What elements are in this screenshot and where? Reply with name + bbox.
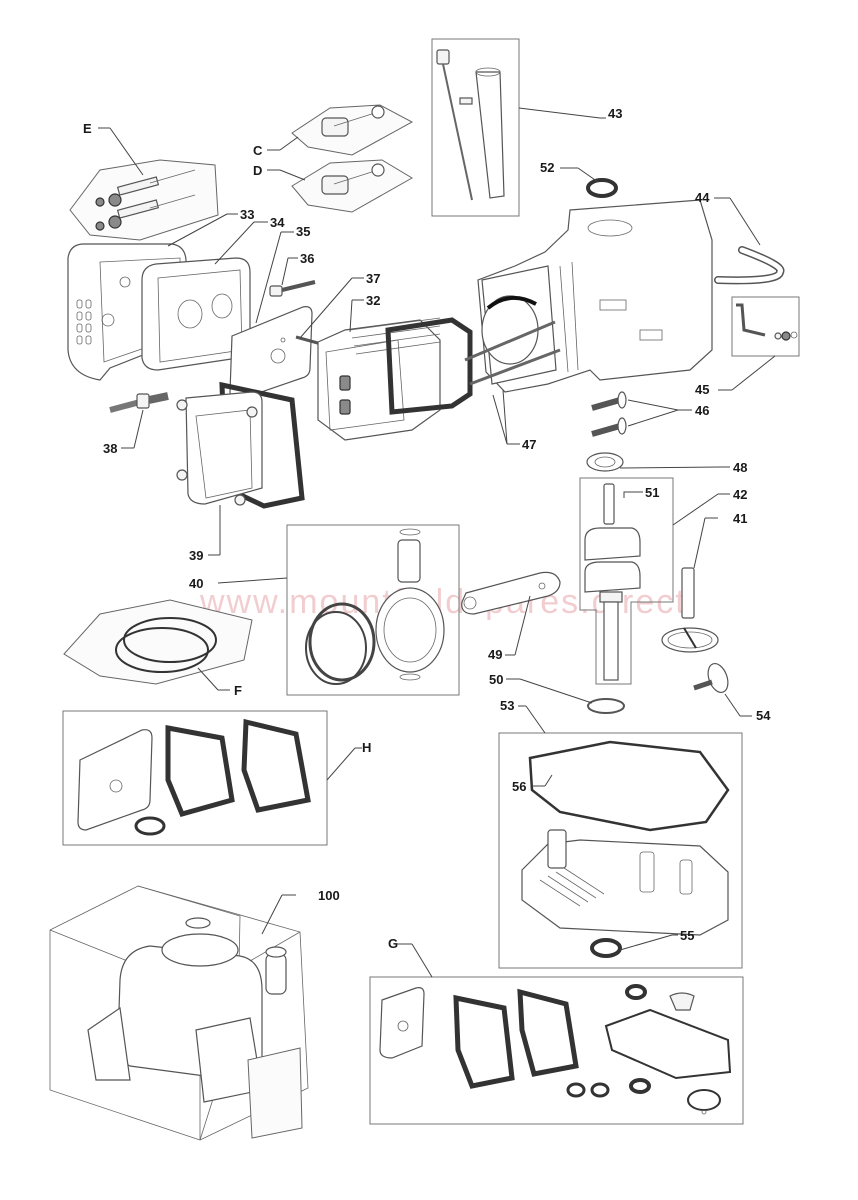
part-46-dowel-pins[interactable] — [591, 391, 627, 437]
group-box-43 — [431, 38, 520, 217]
kit-d-valve-bag[interactable] — [291, 159, 413, 213]
group-box-G — [369, 976, 744, 1125]
part-49-connecting-rod[interactable] — [461, 571, 561, 615]
part-56-sump-gasket[interactable] — [528, 740, 730, 832]
callout-50: 50 — [489, 672, 503, 687]
callout-44: 44 — [695, 190, 710, 205]
part-50-seal-washer[interactable] — [587, 698, 625, 714]
callout-56: 56 — [512, 779, 526, 794]
kit-c-valve-bag[interactable] — [291, 104, 414, 156]
callout-55: 55 — [680, 928, 694, 943]
callout-E: E — [83, 121, 92, 136]
part-39-rocker-cover[interactable] — [176, 381, 305, 509]
part-47-head-studs[interactable] — [464, 320, 561, 386]
callout-42: 42 — [733, 487, 747, 502]
callout-37: 37 — [366, 271, 380, 286]
callout-C: C — [253, 143, 263, 158]
kit-h-head-gasket-set[interactable] — [77, 718, 311, 836]
part-42-crankshaft[interactable] — [584, 483, 641, 681]
callout-38: 38 — [103, 441, 117, 456]
group-box-53 — [498, 732, 743, 969]
kit-f-piston-rings-bag[interactable] — [63, 599, 253, 685]
callout-34: 34 — [270, 215, 285, 230]
part-53-sump-cover[interactable] — [521, 829, 729, 936]
part-36-bolt[interactable] — [269, 280, 316, 297]
callout-40: 40 — [189, 576, 203, 591]
kit-g-full-gasket-set[interactable] — [379, 984, 732, 1115]
part-100-complete-engine[interactable] — [49, 885, 309, 1141]
part-40-piston-kit[interactable] — [305, 528, 445, 685]
callout-41: 41 — [733, 511, 747, 526]
callout-33: 33 — [240, 207, 254, 222]
part-55-oil-seal[interactable] — [590, 938, 622, 958]
callout-35: 35 — [296, 224, 310, 239]
part-32-cylinder-head[interactable] — [317, 317, 473, 441]
callout-48: 48 — [733, 460, 747, 475]
part-52-oil-seal[interactable] — [586, 178, 618, 198]
part-48-bearing[interactable] — [586, 452, 624, 472]
callout-32: 32 — [366, 293, 380, 308]
callout-46: 46 — [695, 403, 709, 418]
group-box-45 — [731, 296, 800, 357]
callout-D: D — [253, 163, 262, 178]
callout-100: 100 — [318, 888, 340, 903]
part-crankcase-block[interactable] — [477, 199, 713, 393]
group-box-H — [62, 710, 328, 846]
callout-47: 47 — [522, 437, 536, 452]
callout-36: 36 — [300, 251, 314, 266]
part-43-dipstick-and-tube[interactable] — [436, 49, 505, 201]
callout-53: 53 — [500, 698, 514, 713]
callout-H: H — [362, 740, 371, 755]
callout-52: 52 — [540, 160, 554, 175]
callout-39: 39 — [189, 548, 203, 563]
group-box-40 — [286, 524, 460, 696]
part-38-spark-plug[interactable] — [109, 392, 169, 413]
part-41-camshaft[interactable] — [661, 567, 719, 653]
group-box-42 — [579, 477, 674, 685]
part-45-drain-plug-kit[interactable] — [736, 303, 798, 341]
callout-43: 43 — [608, 106, 622, 121]
callout-G: G — [388, 936, 398, 951]
part-54-governor-gear[interactable] — [693, 661, 732, 695]
callout-45: 45 — [695, 382, 709, 397]
callout-51: 51 — [645, 485, 659, 500]
callout-54: 54 — [756, 708, 771, 723]
callout-49: 49 — [488, 647, 502, 662]
callout-F: F — [234, 683, 242, 698]
kit-e-rocker-arm-bag[interactable] — [69, 159, 219, 241]
